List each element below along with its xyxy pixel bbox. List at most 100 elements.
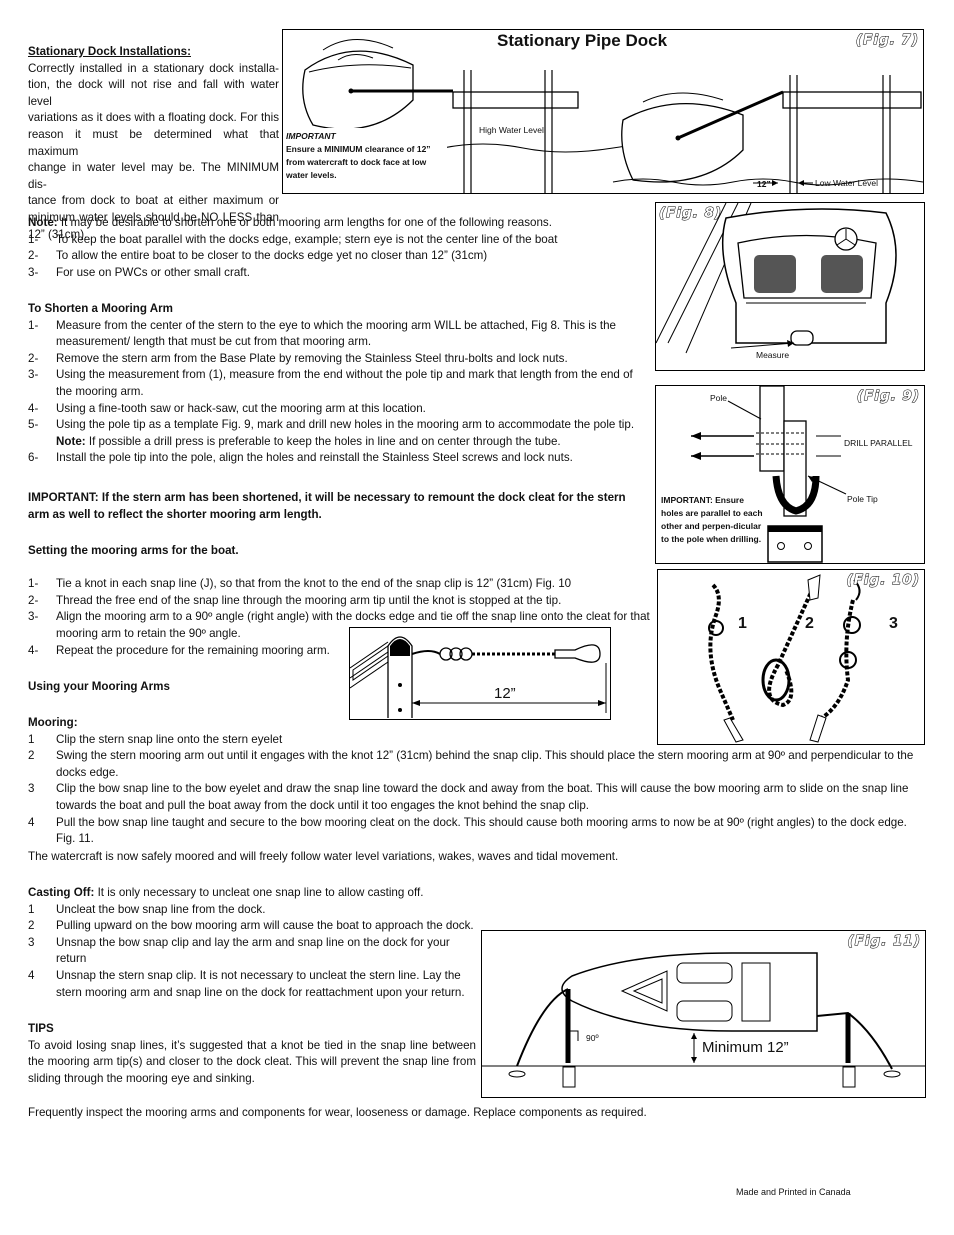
stationary-line: change in water level may be. The MINIMU… [28,161,279,191]
stationary-heading: Stationary Dock Installations: [28,45,191,58]
stationary-line: tance from dock to boat at either maximu… [28,194,279,208]
fig9-drill-label: DRILL PARALLEL [844,438,913,448]
item-text: To allow the entire boat to be closer to… [56,249,488,263]
item-number: 3 [28,935,35,949]
casting-section: Casting Off: It is only necessary to unc… [28,885,476,1001]
note-intro: Note: It may be desirable to shorten one… [28,215,648,232]
item-number: 2- [28,593,39,607]
item-number: 4 [28,815,35,829]
item-number: 6- [28,451,39,465]
shorten-section: To Shorten a Mooring Arm 1-Measure from … [28,301,640,467]
list-item: 2-Remove the stern arm from the Base Pla… [28,351,640,368]
important-remount: IMPORTANT: If the stern arm has been sho… [28,491,626,521]
item-number: 1- [28,232,39,246]
list-item: 2 Swing the stern mooring arm out until i… [28,748,926,781]
stationary-line: 12” (31cm). [28,227,88,241]
figure-10-knots: (Fig. 10) 1 2 3 [657,569,925,745]
fig7-label: (Fig. 7) [855,32,919,49]
fig10-label: (Fig. 10) [846,572,920,589]
item-text: Thread the free end of the snap line thr… [56,593,562,607]
stationary-line: Correctly installed in a stationary dock… [28,61,279,75]
item-text: Unsnap the bow snap clip and lay the arm… [56,935,450,966]
fig10-number-3: 3 [889,615,898,632]
item-text: Unsnap the stern snap clip. It is not ne… [56,968,465,999]
fig7-drawing [283,39,923,193]
inspect-text: Frequently inspect the mooring arms and … [28,1106,647,1119]
item-text: Using the measurement from (1), measure … [56,368,633,398]
moored-text: The watercraft is now safely moored and … [28,850,619,863]
using-heading: Using your Mooring Arms [28,680,170,693]
item-text: Repeat the procedure for the remaining m… [56,643,330,657]
fig9-tip-label: Pole Tip [847,494,878,504]
fig10-number-1: 1 [738,615,747,632]
list-item: 4-Repeat the procedure for the remaining… [28,643,660,660]
figure-9-pole-tip: (Fig. 9) Pole DRILL PARALLEL Pole Tip IM… [655,385,925,564]
fig7-important-title: IMPORTANT [286,131,336,141]
item-number: 1 [28,732,35,746]
fig10-number-2: 2 [805,615,814,632]
item-number: 3- [28,610,39,624]
item-text: Using the pole tip as a template Fig. 9,… [56,418,635,432]
list-item: 1-To keep the boat parallel with the doc… [28,232,648,249]
list-item: 4- Using a fine-tooth saw or hack-saw, cu… [28,401,640,418]
list-item: 1- Measure from the center of the stern t… [28,318,640,351]
item-text: Swing the stern mooring arm out until it… [56,749,914,779]
stationary-body: Correctly installed in a stationary dock… [28,61,279,244]
list-item: 1 Uncleat the bow snap line from the dock… [28,902,476,919]
list-item: 3- For use on PWCs or other small craft. [28,265,648,282]
fig7-important-box: IMPORTANT Ensure a MINIMUM clearance of … [283,128,447,184]
note-section: Note: It may be desirable to shorten one… [28,215,648,281]
item-number: 2 [28,749,35,763]
stationary-section: Stationary Dock Installations: Correctly… [28,44,279,243]
item-text: Install the pole tip into the pole, alig… [56,451,573,465]
shorten-note: Note: If possible a drill press is prefe… [28,434,640,451]
stationary-line: tion, the dock will not rise and fall wi… [28,78,279,108]
fig9-important-note: IMPORTANT: Ensure holes are parallel to … [661,494,766,546]
fig7-high-water-label: High Water Level [479,125,544,135]
fig11-angle-label: 90º [586,1033,599,1043]
fig8-label: (Fig. 8) [658,205,723,222]
list-item: 3 Unsnap the bow snap clip and lay the ar… [28,935,476,968]
item-text: Measure from the center of the stern to … [56,318,616,349]
casting-text: It is only necessary to uncleat one snap… [94,886,424,899]
list-item: 2 Pulling upward on the bow mooring arm w… [28,918,476,935]
item-number: 4- [28,401,39,415]
item-number: 1- [28,577,39,591]
fig9-important-label: IMPORTANT: [661,495,713,505]
item-number: 4 [28,968,35,982]
list-item: 6- Install the pole tip into the pole, al… [28,450,640,467]
item-text: Pulling upward on the bow mooring arm wi… [56,919,474,933]
item-number: 2 [28,919,35,933]
item-text: Uncleat the bow snap line from the dock. [56,902,266,916]
fig9-label: (Fig. 9) [856,388,920,405]
item-text: Clip the bow snap line to the bow eyelet… [56,782,909,812]
fig7-title: Stationary Pipe Dock [497,31,668,50]
list-item: 3- Using the measurement from (1), measur… [28,367,640,400]
tips-text: To avoid losing snap lines, it’s suggest… [28,1038,476,1085]
fig11-minimum-label: Minimum 12” [702,1039,789,1056]
item-number: 3- [28,368,39,382]
list-item: 4 Unsnap the stern snap clip. It is not n… [28,968,476,1001]
item-text: Pull the bow snap line taught and secure… [56,815,907,846]
casting-intro: Casting Off: It is only necessary to unc… [28,885,476,902]
fig11-drawing [482,952,925,1088]
list-item: 1- Tie a knot in each snap line (J), so t… [28,576,660,593]
item-text: Using a fine-tooth saw or hack-saw, cut … [56,401,426,415]
list-item: 2- Thread the free end of the snap line t… [28,593,660,610]
stationary-line: reason it must be determined what that m… [28,127,279,158]
figure-knot-12-inch: 12” [349,627,611,720]
fig9-important-text: Ensure holes are parallel to each other … [661,495,763,544]
setting-heading: Setting the mooring arms for the boat. [28,544,239,557]
list-item: 3-Align the mooring arm to a 90º angle (… [28,609,660,642]
figure-11-moored-boat: (Fig. 11) 90º Minimum 12” [481,930,926,1098]
item-text: For use on PWCs or other small craft. [56,265,250,279]
item-number: 1- [28,318,39,332]
footer: Made and Printed in Canada [736,1187,851,1197]
item-text: Tie a knot in each snap line (J), so tha… [56,577,572,591]
shorten-list: 1- Measure from the center of the stern t… [28,318,640,434]
item-number: 3- [28,265,39,279]
item-number: 1 [28,902,35,916]
